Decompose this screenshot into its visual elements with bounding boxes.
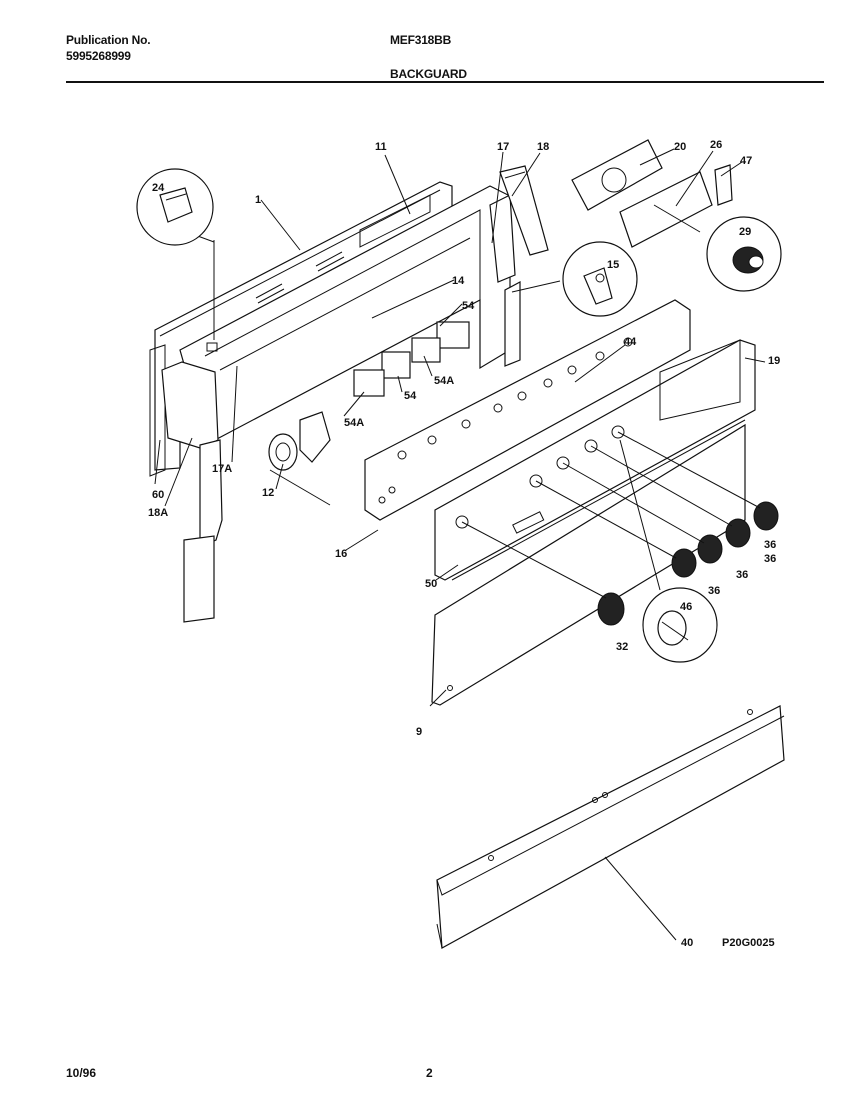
callout-50: 50 (425, 578, 437, 590)
footer-date: 10/96 (66, 1066, 97, 1080)
left-end-cap (161, 361, 223, 623)
callout-16: 16 (335, 548, 347, 560)
callout-36-d: 36 (708, 585, 720, 597)
detail-circle-46 (642, 587, 718, 663)
clock-timer (571, 139, 733, 248)
section-title: BACKGUARD (390, 67, 467, 81)
footer-page-number: 2 (426, 1066, 433, 1080)
detail-circle-15 (562, 241, 638, 317)
callout-54-lower: 54 (404, 390, 417, 402)
header-rule (66, 81, 824, 83)
callout-14: 14 (452, 275, 465, 287)
publication-number: 5995268999 (66, 49, 131, 63)
callout-47: 47 (740, 155, 752, 167)
detail-circle-24 (136, 168, 214, 246)
callout-36-c: 36 (736, 569, 748, 581)
detail-circle-29 (706, 216, 782, 292)
callout-54A-left: 54A (344, 417, 364, 429)
bottom-trim (436, 705, 785, 949)
callout-44: 44 (624, 336, 637, 348)
callout-11: 11 (375, 141, 387, 153)
callout-18A: 18A (148, 507, 168, 519)
callout-60: 60 (152, 489, 164, 501)
callout-26: 26 (710, 139, 722, 151)
glass-overlay (434, 339, 756, 581)
callout-32: 32 (616, 641, 628, 653)
callout-54A-right: 54A (434, 375, 454, 387)
switches (353, 321, 470, 397)
callout-29: 29 (739, 226, 751, 238)
callout-40: 40 (681, 937, 693, 949)
callout-20: 20 (674, 141, 686, 153)
callout-24: 24 (152, 182, 165, 194)
callout-15: 15 (607, 259, 619, 271)
callout-labels: 1 11 17 18 20 26 47 24 29 15 14 54 54 54… (148, 139, 780, 949)
callout-54-upper: 54 (462, 300, 475, 312)
drawing-code: P20G0025 (722, 937, 775, 949)
callout-17A: 17A (212, 463, 232, 475)
callout-46: 46 (680, 601, 692, 613)
callout-19: 19 (768, 355, 780, 367)
callout-36-a: 36 (764, 539, 776, 551)
callout-1: 1 (255, 194, 261, 206)
callout-36-b: 36 (764, 553, 776, 565)
callout-18: 18 (537, 141, 549, 153)
publication-label: Publication No. (66, 33, 151, 47)
callout-17: 17 (497, 141, 509, 153)
callout-9: 9 (416, 726, 422, 738)
right-end-cap (489, 165, 549, 367)
control-panel (364, 299, 691, 521)
knobs (597, 501, 779, 626)
infinite-switch (268, 411, 331, 506)
callout-12: 12 (262, 487, 274, 499)
model-number: MEF318BB (390, 33, 452, 47)
lower-panel (431, 419, 746, 706)
